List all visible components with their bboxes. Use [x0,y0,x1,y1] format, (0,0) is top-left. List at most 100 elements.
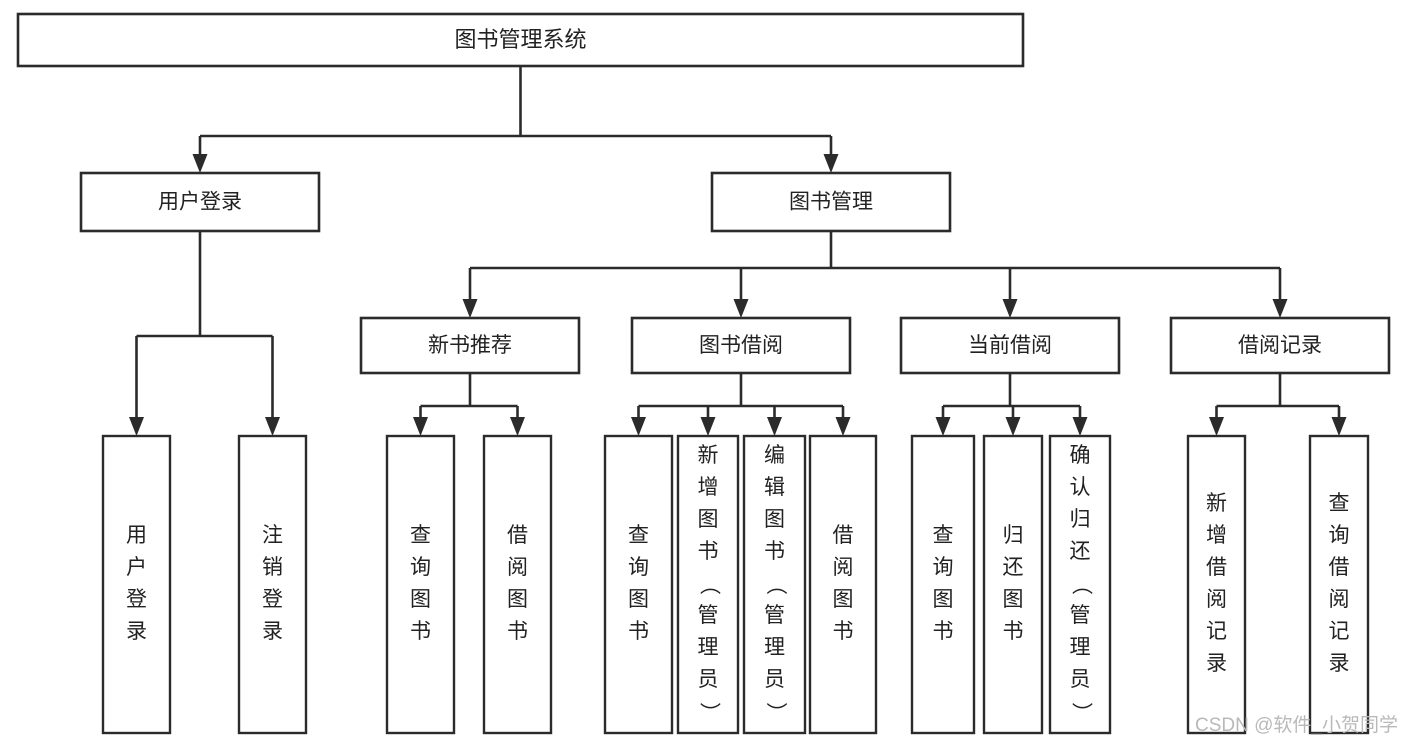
book-manage-arrow-3 [1272,299,1288,318]
leaf-leaf-borrow-book-char-0: 借 [833,524,854,547]
node-borrow-record-rect[interactable] [1169,316,1391,375]
leaf-leaf-add-book-admin-char-5: 管 [698,604,719,627]
leaf-leaf-confirm-return-admin-char-6: 理 [1070,636,1091,659]
leaf-leaf-add-borrow-record-char-2: 借 [1206,556,1227,579]
leaf-leaf-add-borrow-record-char-1: 增 [1206,524,1227,547]
leaf-leaf-add-book-admin-char-8: ） [697,702,720,723]
leaf-leaf-confirm-return-admin-char-4: （ [1069,574,1092,595]
book-borrow-arrow-0 [631,417,646,436]
leaf-leaf-confirm-return-admin-char-0: 确 [1070,444,1091,467]
leaf-leaf-borrow-book-char-2: 图 [833,588,854,611]
leaf-leaf-query-borrow-record-char-0: 查 [1329,492,1350,515]
leaf-leaf-return-book-char-1: 还 [1003,556,1024,579]
book-borrow-arrow-3 [835,417,851,436]
node-borrow-record[interactable]: 借阅记录 [1169,316,1391,375]
leaf-leaf-user-login-char-0: 用 [126,524,147,547]
user-login-arrow-1 [265,417,280,436]
leaf-leaf-query-book-new-char-2: 图 [410,588,431,611]
node-current-borrow-rect[interactable] [899,316,1121,375]
leaf-leaf-query-book-borrow-char-1: 询 [628,556,649,579]
leaf-leaf-confirm-return-admin-char-1: 认 [1070,476,1091,499]
leaf-leaf-query-borrow-record-char-1: 询 [1329,524,1350,547]
leaf-leaf-confirm-return-admin-char-3: 还 [1070,540,1091,563]
leaf-leaf-return-book-char-2: 图 [1003,588,1024,611]
node-root-图书管理系统[interactable]: 图书管理系统 [16,12,1025,68]
node-new-book-recommend-rect[interactable] [359,316,581,375]
node-current-borrow[interactable]: 当前借阅 [899,316,1121,375]
node-new-book-recommend[interactable]: 新书推荐 [359,316,581,375]
leaf-leaf-edit-book-admin-char-7: 员 [764,668,785,691]
node-user-login-rect[interactable] [79,171,321,233]
leaf-leaf-add-book-admin-char-3: 书 [698,540,719,563]
current-borrow-arrow-2 [1072,417,1088,436]
leaf-leaf-user-login-rect[interactable] [101,434,172,735]
leaf-leaf-add-borrow-record-rect[interactable] [1186,434,1247,735]
leaf-leaf-edit-book-admin-char-2: 图 [764,508,785,531]
leaf-leaf-add-book-admin-char-2: 图 [698,508,719,531]
leaf-leaf-return-book-rect[interactable] [982,434,1044,735]
leaf-leaf-user-login[interactable]: 用户登录 [101,434,172,735]
nodes-layer: 图书管理系统用户登录图书管理新书推荐图书借阅当前借阅借阅记录用户登录注销登录查询… [16,12,1391,735]
leaf-leaf-query-book-current-char-2: 图 [933,588,954,611]
node-root-图书管理系统-rect[interactable] [16,12,1025,68]
node-current-borrow-label: 当前借阅 [968,334,1052,357]
new-book-recommend-arrow-0 [413,417,428,436]
node-book-borrow-rect[interactable] [630,316,852,375]
leaf-leaf-query-borrow-record-char-4: 记 [1329,620,1350,643]
new-book-recommend-arrow-1 [510,417,525,436]
leaf-leaf-user-login-char-2: 登 [126,588,147,611]
leaf-leaf-edit-book-admin-rect[interactable] [742,434,807,735]
leaf-leaf-edit-book-admin-char-4: （ [764,574,787,595]
leaf-leaf-confirm-return-admin-char-2: 归 [1070,508,1091,531]
leaf-leaf-query-book-current-rect[interactable] [910,434,976,735]
leaf-leaf-add-borrow-record-char-3: 阅 [1206,588,1227,611]
node-book-manage-rect[interactable] [710,171,952,233]
leaf-leaf-logout-rect[interactable] [237,434,308,735]
leaf-leaf-query-book-new-rect[interactable] [385,434,456,735]
book-manage-arrow-0 [462,299,478,318]
leaf-leaf-add-book-admin-char-0: 新 [698,444,719,467]
leaf-leaf-add-book-admin-char-7: 员 [698,668,719,691]
leaf-leaf-add-book-admin-rect[interactable] [676,434,740,735]
connectors-layer [129,66,1347,436]
borrow-record-arrow-0 [1209,417,1224,436]
leaf-leaf-confirm-return-admin-rect[interactable] [1048,434,1112,735]
leaf-leaf-borrow-book-new-rect[interactable] [482,434,553,735]
leaf-leaf-add-borrow-record-char-0: 新 [1206,492,1227,515]
leaf-leaf-user-login-char-3: 录 [126,620,147,643]
node-root-图书管理系统-label: 图书管理系统 [454,27,586,52]
node-book-manage[interactable]: 图书管理 [710,171,952,233]
leaf-leaf-edit-book-admin-char-1: 辑 [764,476,785,499]
leaf-leaf-add-book-admin-char-4: （ [697,574,720,595]
node-borrow-record-label: 借阅记录 [1238,334,1322,357]
leaf-leaf-return-book-char-0: 归 [1003,524,1024,547]
borrow-record-arrow-1 [1331,417,1347,436]
csdn-watermark: CSDN @软件_小贺同学 [1195,714,1398,736]
book-manage-arrow-1 [733,299,749,318]
node-user-login-label: 用户登录 [158,191,242,214]
leaf-leaf-query-borrow-record-rect[interactable] [1308,434,1370,735]
current-borrow-arrow-1 [1005,417,1021,436]
user-login-arrow-0 [129,417,144,436]
leaf-leaf-add-borrow-record-char-5: 录 [1206,652,1227,675]
node-book-borrow[interactable]: 图书借阅 [630,316,852,375]
leaf-leaf-query-book-borrow-rect[interactable] [603,434,674,735]
node-user-login[interactable]: 用户登录 [79,171,321,233]
leaf-leaf-borrow-book-rect[interactable] [808,434,878,735]
leaf-leaf-borrow-book-char-3: 书 [833,620,854,643]
leaf-leaf-user-login-char-1: 户 [126,556,147,579]
